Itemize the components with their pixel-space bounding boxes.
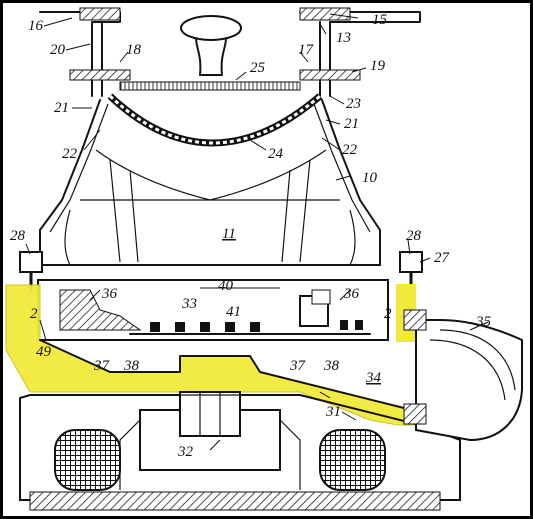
grinding-chamber [37,279,389,341]
stopper [119,15,301,91]
label-34: 34 [365,370,382,386]
motor-housing [19,391,461,511]
label-37-right: 37 [289,358,307,374]
label-10: 10 [362,170,378,186]
label-38-right: 38 [323,358,340,374]
label-24: 24 [268,146,284,162]
label-15: 15 [372,12,388,28]
label-38-left: 38 [123,358,140,374]
reference-numerals: 16 15 13 20 18 17 19 25 21 23 21 22 24 2… [10,12,492,460]
label-20: 20 [50,42,66,58]
label-28-left: 28 [10,228,26,244]
label-17: 17 [298,42,315,58]
label-18: 18 [126,42,142,58]
label-41: 41 [226,304,241,320]
leader-lines [25,13,489,451]
label-36-right: 36 [343,286,360,302]
label-2-right: 2 [384,306,392,322]
label-49: 49 [36,344,52,360]
label-33: 33 [181,296,197,312]
label-22-right: 22 [342,142,358,158]
label-36-left: 36 [101,286,118,302]
label-35: 35 [475,314,492,330]
label-32: 32 [177,444,194,460]
label-22-left: 22 [62,146,78,162]
label-21-left: 21 [54,100,69,116]
label-19: 19 [370,58,386,74]
label-37-left: 37 [93,358,111,374]
label-23: 23 [346,96,361,112]
sink-flange [39,7,421,97]
label-28-right: 28 [406,228,422,244]
discharge-pipe [403,309,523,442]
label-25: 25 [250,60,266,76]
label-27: 27 [434,250,451,266]
label-40: 40 [218,278,234,294]
label-21-right: 21 [344,116,359,132]
label-2-left: 2 [30,306,38,322]
label-31: 31 [325,404,341,420]
label-13: 13 [336,30,351,46]
upper-housing [39,99,381,266]
mounting-bolt-right [399,251,423,292]
label-11: 11 [222,226,236,242]
label-16: 16 [28,18,44,34]
